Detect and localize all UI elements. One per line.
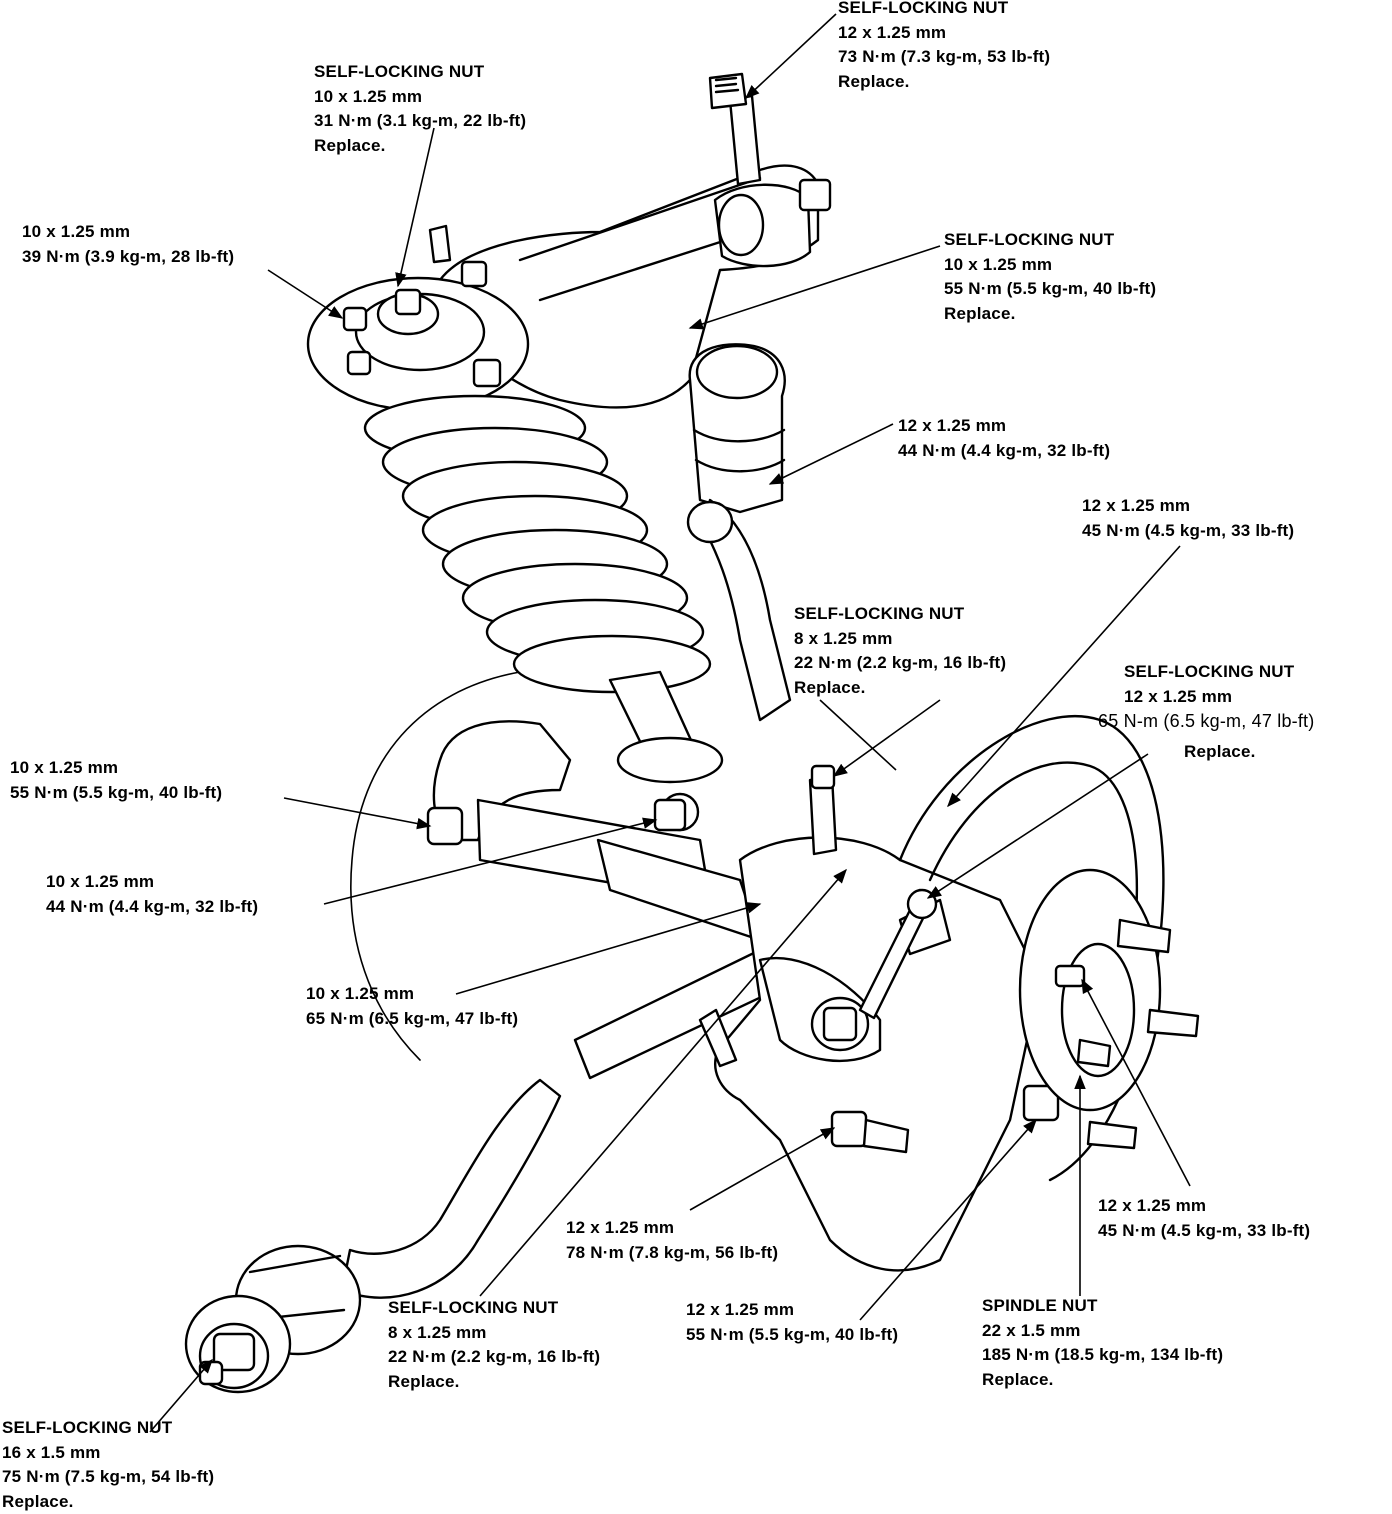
callout-line: 31 N·m (3.1 kg-m, 22 lb-ft) xyxy=(314,109,526,134)
callout-line: Replace. xyxy=(838,70,1050,95)
callout-line: 55 N·m (5.5 kg-m, 40 lb-ft) xyxy=(10,781,222,806)
callout-line: 10 x 1.25 mm xyxy=(306,982,518,1007)
callout-line: 16 x 1.5 mm xyxy=(2,1441,214,1466)
callout-line: Replace. xyxy=(794,676,1006,701)
callout-strut-mount-nuts: 10 x 1.25 mm 39 N·m (3.9 kg-m, 28 lb-ft) xyxy=(22,220,234,269)
callout-line: 75 N·m (7.5 kg-m, 54 lb-ft) xyxy=(2,1465,214,1490)
callout-line: 8 x 1.25 mm xyxy=(794,627,1006,652)
callout-radius-rod-bolt: 12 x 1.25 mm 78 N·m (7.8 kg-m, 56 lb-ft) xyxy=(566,1216,778,1265)
callout-tie-rod-end-nut: SELF-LOCKING NUT 12 x 1.25 mm 65 N-m (6.… xyxy=(1098,660,1314,764)
callout-line: 8 x 1.25 mm xyxy=(388,1321,600,1346)
callout-line: 22 N·m (2.2 kg-m, 16 lb-ft) xyxy=(388,1345,600,1370)
callout-line: 39 N·m (3.9 kg-m, 28 lb-ft) xyxy=(22,245,234,270)
callout-line: SPINDLE NUT xyxy=(982,1294,1223,1319)
steering-knuckle xyxy=(700,766,1058,1270)
callout-line: 10 x 1.25 mm xyxy=(10,756,222,781)
callout-line: 55 N·m (5.5 kg-m, 40 lb-ft) xyxy=(686,1323,898,1348)
callout-damper-fork-lower-bolt: 10 x 1.25 mm 65 N·m (6.5 kg-m, 47 lb-ft) xyxy=(306,982,518,1031)
callout-line: 12 x 1.25 mm xyxy=(1098,685,1314,710)
callout-lower-arm-bolt: 10 x 1.25 mm 55 N·m (5.5 kg-m, 40 lb-ft) xyxy=(10,756,222,805)
callout-line: SELF-LOCKING NUT xyxy=(838,0,1050,21)
callout-lower-ball-joint-bolt: 12 x 1.25 mm 55 N·m (5.5 kg-m, 40 lb-ft) xyxy=(686,1298,898,1347)
callout-stabilizer-link-nut-upper: SELF-LOCKING NUT 8 x 1.25 mm 22 N·m (2.2… xyxy=(794,602,1006,700)
callout-line: 12 x 1.25 mm xyxy=(566,1216,778,1241)
callout-line: 45 N·m (4.5 kg-m, 33 lb-ft) xyxy=(1098,1219,1310,1244)
callout-line: 78 N·m (7.8 kg-m, 56 lb-ft) xyxy=(566,1241,778,1266)
callout-line: SELF-LOCKING NUT xyxy=(1098,660,1314,685)
callout-line: Replace. xyxy=(2,1490,214,1514)
callout-line: SELF-LOCKING NUT xyxy=(314,60,526,85)
callout-spindle-nut: SPINDLE NUT 22 x 1.5 mm 185 N·m (18.5 kg… xyxy=(982,1294,1223,1392)
callout-line: SELF-LOCKING NUT xyxy=(2,1416,214,1441)
callout-line: 10 x 1.25 mm xyxy=(314,85,526,110)
callout-stabilizer-link-nut-lower: SELF-LOCKING NUT 8 x 1.25 mm 22 N·m (2.2… xyxy=(388,1296,600,1394)
callout-line: SELF-LOCKING NUT xyxy=(388,1296,600,1321)
callout-radius-rod-self-locking-nut: SELF-LOCKING NUT 16 x 1.5 mm 75 N·m (7.5… xyxy=(2,1416,214,1514)
callout-upper-arm-ball-joint-nut: SELF-LOCKING NUT 12 x 1.25 mm 73 N·m (7.… xyxy=(838,0,1050,94)
callout-line: 12 x 1.25 mm xyxy=(686,1298,898,1323)
callout-line: 22 x 1.5 mm xyxy=(982,1319,1223,1344)
callout-line: 12 x 1.25 mm xyxy=(838,21,1050,46)
callout-hub-bolt: 12 x 1.25 mm 45 N·m (4.5 kg-m, 33 lb-ft) xyxy=(1098,1194,1310,1243)
callout-upper-arm-anchor-nut: SELF-LOCKING NUT 10 x 1.25 mm 55 N·m (5.… xyxy=(944,228,1156,326)
callout-line: Replace. xyxy=(982,1368,1223,1393)
callout-line: 12 x 1.25 mm xyxy=(898,414,1110,439)
callout-tie-rod-bolt: 12 x 1.25 mm 45 N·m (4.5 kg-m, 33 lb-ft) xyxy=(1082,494,1294,543)
callout-line: Replace. xyxy=(314,134,526,159)
callout-line: 44 N·m (4.4 kg-m, 32 lb-ft) xyxy=(898,439,1110,464)
callout-damper-pinch-bolt: 10 x 1.25 mm 44 N·m (4.4 kg-m, 32 lb-ft) xyxy=(46,870,258,919)
callout-line: 65 N-m (6.5 kg-m, 47 lb-ft) xyxy=(1098,709,1314,734)
callout-damper-fork-bolt: 12 x 1.25 mm 44 N·m (4.4 kg-m, 32 lb-ft) xyxy=(898,414,1110,463)
callout-line: Replace. xyxy=(944,302,1156,327)
callout-line: 22 N·m (2.2 kg-m, 16 lb-ft) xyxy=(794,651,1006,676)
callout-line: SELF-LOCKING NUT xyxy=(794,602,1006,627)
callout-line: 10 x 1.25 mm xyxy=(944,253,1156,278)
callout-line: 45 N·m (4.5 kg-m, 33 lb-ft) xyxy=(1082,519,1294,544)
callout-line: 44 N·m (4.4 kg-m, 32 lb-ft) xyxy=(46,895,258,920)
callout-line: 10 x 1.25 mm xyxy=(46,870,258,895)
callout-line: 12 x 1.25 mm xyxy=(1082,494,1294,519)
callout-line: Replace. xyxy=(1098,740,1314,765)
callout-line: Replace. xyxy=(388,1370,600,1395)
callout-line: 65 N·m (6.5 kg-m, 47 lb-ft) xyxy=(306,1007,518,1032)
callout-line: 12 x 1.25 mm xyxy=(1098,1194,1310,1219)
callout-line: 73 N·m (7.3 kg-m, 53 lb-ft) xyxy=(838,45,1050,70)
callout-line: 10 x 1.25 mm xyxy=(22,220,234,245)
callout-line: 55 N·m (5.5 kg-m, 40 lb-ft) xyxy=(944,277,1156,302)
callout-strut-top-nut: SELF-LOCKING NUT 10 x 1.25 mm 31 N·m (3.… xyxy=(314,60,526,158)
callout-line: 185 N·m (18.5 kg-m, 134 lb-ft) xyxy=(982,1343,1223,1368)
callout-line: SELF-LOCKING NUT xyxy=(944,228,1156,253)
